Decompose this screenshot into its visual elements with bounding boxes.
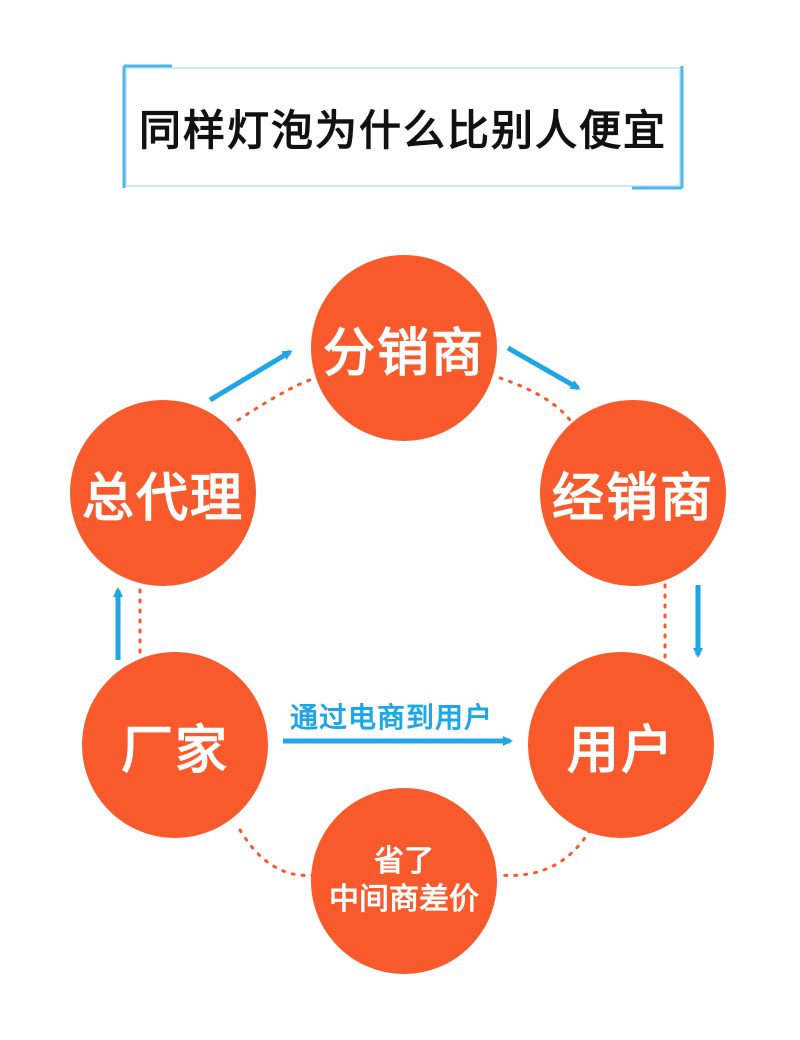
node-fenxiaoshang-label: 分销商 — [322, 323, 485, 384]
node-saving-line1: 省了 — [374, 844, 434, 879]
title-frame-border — [122, 64, 684, 190]
node-changjia: 厂家 — [82, 652, 268, 838]
node-jingxiaoshang: 经销商 — [540, 400, 726, 586]
node-saving-line2: 中间商差价 — [329, 882, 479, 917]
node-zongdaili: 总代理 — [70, 400, 256, 586]
node-fenxiaoshang: 分销商 — [311, 255, 497, 441]
page-title: 同样灯泡为什么比别人便宜 — [138, 105, 667, 155]
node-yonghu: 用户 — [528, 652, 714, 838]
arrow-fenxiaoshang-to-jingxiaoshang — [506, 345, 581, 391]
node-changjia-label: 厂家 — [120, 720, 229, 781]
title-frame: 同样灯泡为什么比别人便宜 — [120, 62, 686, 192]
node-saving: 省了 中间商差价 — [311, 788, 497, 974]
node-zongdaili-label: 总代理 — [81, 468, 244, 529]
arrow-zongdaili-to-fenxiaoshang — [208, 349, 293, 403]
arrows — [113, 345, 703, 746]
node-jingxiaoshang-label: 经销商 — [551, 468, 714, 529]
dotted-ring — [138, 376, 667, 877]
edge-label-ecommerce: 通过电商到用户 — [290, 701, 494, 734]
node-yonghu-label: 用户 — [566, 720, 675, 781]
